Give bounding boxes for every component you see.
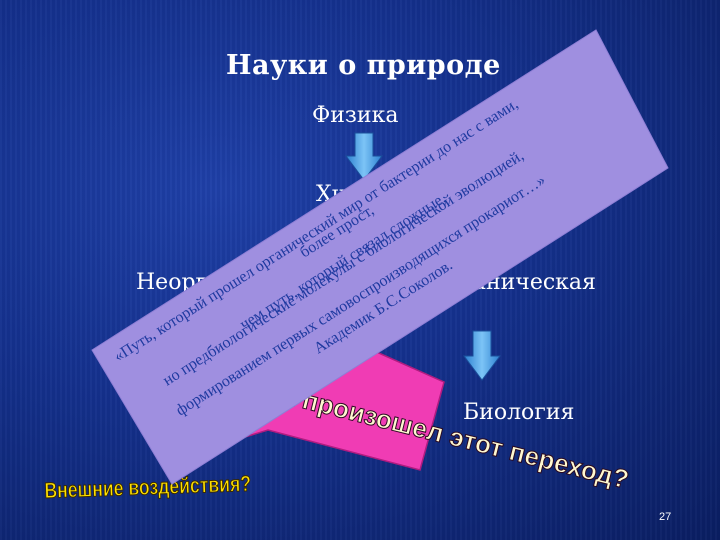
quote-line-4: но предбиологические молекулы с биологич… [160,147,527,389]
arrow-down-icon [463,330,501,381]
arrow-down-icon [345,132,383,181]
node-biology: Биология [463,400,575,425]
slide-title: Науки о природе [226,50,501,81]
page-number: 27 [659,511,672,523]
node-physics: Физика [312,103,399,128]
